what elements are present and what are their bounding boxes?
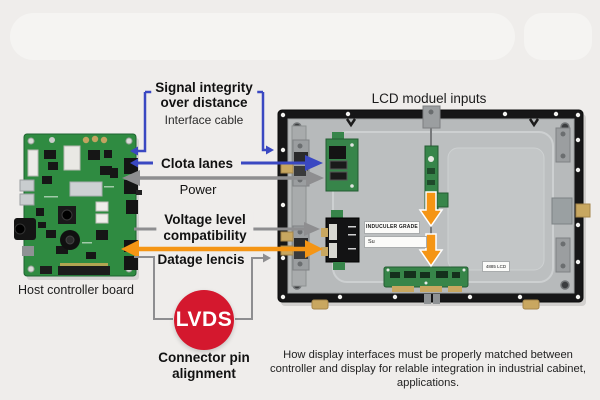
frame-notch [345, 118, 357, 128]
signal-integrity-line1: Signal integrity [155, 80, 253, 95]
host-controller-board-illustration [14, 133, 142, 280]
host-board-label: Host controller board [17, 283, 135, 297]
lcd-module-illustration [277, 105, 591, 310]
lcd-sub-sticker: Su [364, 236, 427, 248]
frame-notch [528, 118, 540, 128]
lcd-grade-sticker: INDUCULER GRADE [364, 221, 420, 234]
lcd-internal-flow-arrows [418, 191, 444, 268]
bracket-arrowhead-left [130, 146, 138, 156]
interface-cable-label: Interface cable [164, 113, 244, 127]
bracket-arrowhead-right [266, 145, 274, 155]
lvds-bracket-arrowhead [263, 253, 271, 263]
power-label: Power [179, 182, 217, 197]
voltage-line1: Voltage level [164, 212, 246, 227]
connector-pin-line1: Connector pin [158, 350, 250, 365]
data-lines-label: Datage lencis [157, 252, 245, 267]
voltage-line2: compatibility [163, 228, 247, 243]
data-lanes-label: Clota lanes [152, 155, 242, 172]
power-arrow [122, 170, 324, 186]
lcd-module-title: LCD moduel inputs [371, 91, 487, 106]
connector-pin-label: Connector pin alignment [158, 350, 250, 382]
decorative-top-bar-right [524, 13, 592, 60]
decorative-top-bar [10, 13, 515, 60]
lvds-bracket [134, 256, 263, 320]
lvds-badge: LVDS [174, 290, 234, 350]
lvds-signal-arrow [121, 240, 323, 258]
voltage-compatibility-label: Voltage level compatibility [156, 212, 254, 244]
caption-text: How display interfaces must be properly … [270, 349, 586, 389]
lcd-part-sticker: 4885 LCD [482, 261, 510, 272]
signal-integrity-label: Signal integrity over distance [151, 80, 257, 110]
connector-pin-line2: alignment [172, 366, 236, 381]
signal-integrity-line2: over distance [160, 95, 248, 110]
